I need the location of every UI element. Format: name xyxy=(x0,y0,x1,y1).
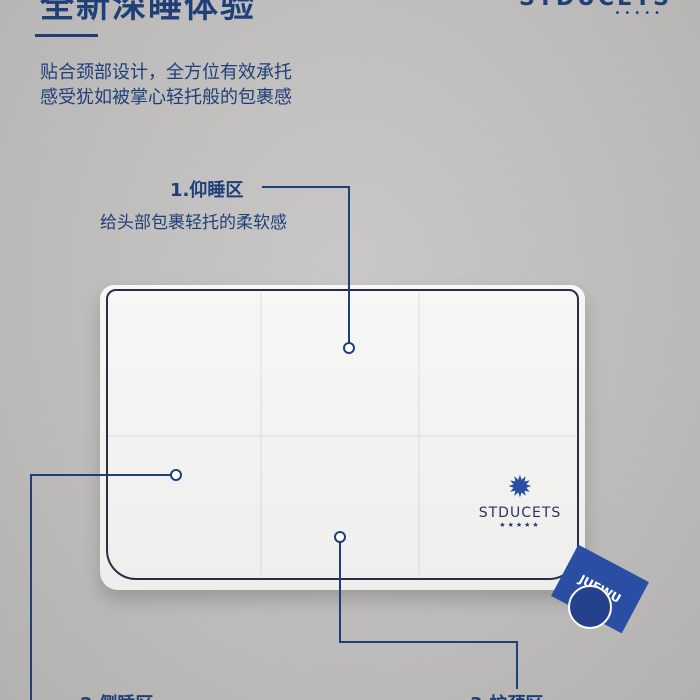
zone-1-title: 1.仰睡区 xyxy=(170,180,244,201)
zone-2-title: 2.侧睡区 xyxy=(80,690,153,700)
callout-line xyxy=(516,641,518,689)
callout-line xyxy=(30,474,32,700)
accent-divider xyxy=(35,34,98,37)
headline: 全新深睡体验 xyxy=(40,0,256,26)
pillow-seam xyxy=(418,293,420,578)
pillow-logo: ✹ STDUCETS ★★★★★ xyxy=(460,470,580,529)
zone-3-marker xyxy=(334,531,346,543)
brand-wordmark: STDUCETS xyxy=(519,0,672,11)
intro-line-2: 感受犹如被掌心轻托般的包裹感 xyxy=(40,87,292,108)
callout-line xyxy=(262,186,350,188)
callout-line xyxy=(339,641,518,643)
pillow xyxy=(100,285,585,590)
pillow-seam xyxy=(260,293,262,578)
zone-3-title: 3.护颈区 xyxy=(470,690,543,700)
zone-1-marker xyxy=(343,342,355,354)
zone-2-marker xyxy=(170,469,182,481)
callout-line xyxy=(348,186,350,343)
maple-leaf-icon: ✹ xyxy=(507,470,533,505)
pillow-stars: ★★★★★ xyxy=(499,521,541,529)
brand-dots: ••••• xyxy=(614,8,664,19)
callout-line xyxy=(339,541,341,643)
callout-line xyxy=(30,474,171,476)
round-tag xyxy=(568,585,612,629)
intro-text: 贴合颈部设计，全方位有效承托 感受犹如被掌心轻托般的包裹感 xyxy=(40,60,292,110)
pillow-seam xyxy=(106,435,576,437)
pillow-piping xyxy=(106,289,579,580)
zone-1-subtitle: 给头部包裹轻托的柔软感 xyxy=(100,213,287,233)
intro-line-1: 贴合颈部设计，全方位有效承托 xyxy=(40,62,292,83)
pillow-brand: STDUCETS xyxy=(478,505,562,521)
